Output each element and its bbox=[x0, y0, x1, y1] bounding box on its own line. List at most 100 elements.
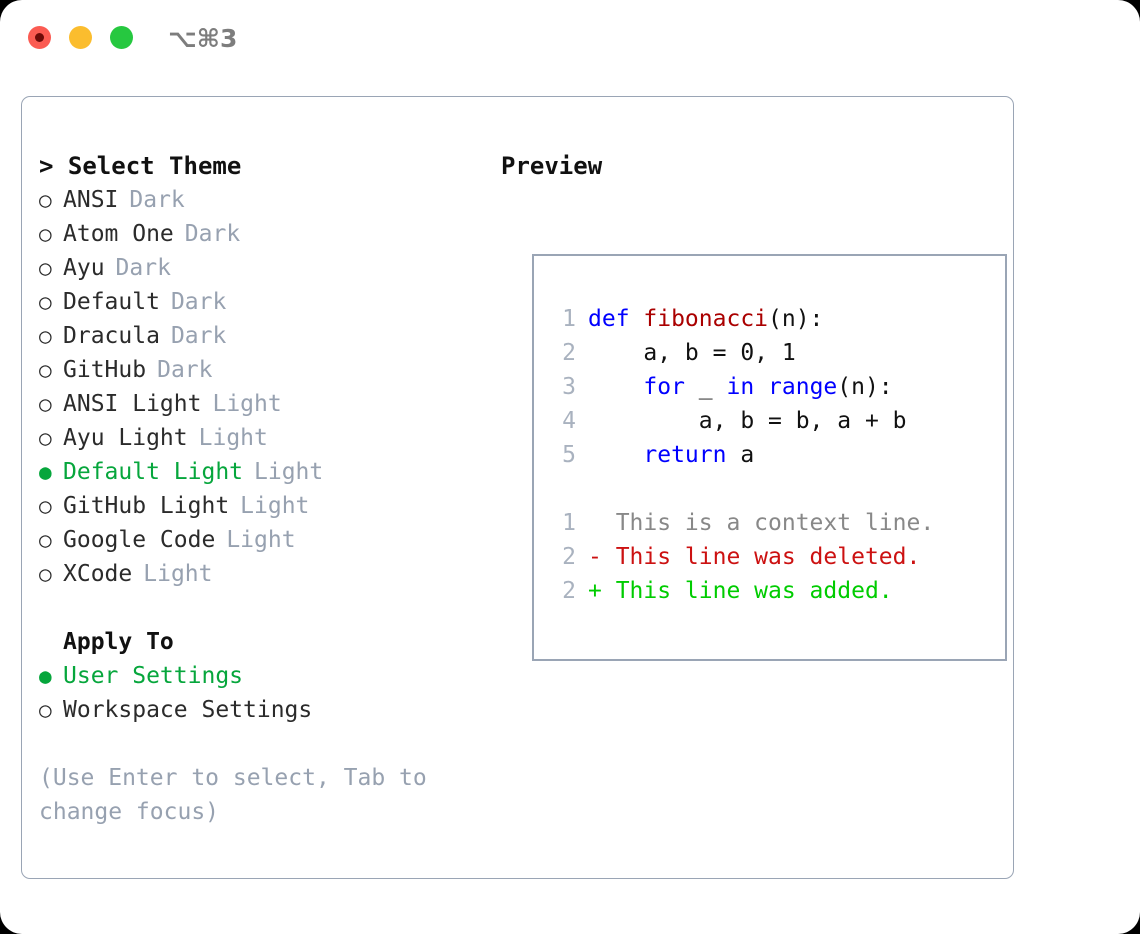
code-line-number: 5 bbox=[562, 442, 576, 468]
radio-unselected-icon: ○ bbox=[39, 426, 52, 450]
radio-unselected-icon: ○ bbox=[39, 324, 52, 348]
apply-to-option[interactable]: ● User Settings bbox=[39, 659, 479, 693]
code-line: 2 a, b = 0, 1 bbox=[552, 336, 934, 370]
theme-variant-tag: Dark bbox=[129, 187, 185, 213]
radio-unselected-icon: ○ bbox=[39, 290, 52, 314]
code-token: in range bbox=[726, 374, 838, 400]
theme-name-label: ANSI Light bbox=[63, 391, 202, 417]
theme-list-item[interactable]: ○ XCode Light bbox=[39, 557, 479, 591]
diff-line-number: 1 bbox=[562, 510, 576, 536]
theme-list-item[interactable]: ● Default Light Light bbox=[39, 455, 479, 489]
code-token: (n): bbox=[837, 374, 893, 400]
theme-variant-tag: Dark bbox=[115, 255, 171, 281]
theme-variant-tag: Dark bbox=[170, 323, 227, 349]
code-line-number: 4 bbox=[562, 408, 576, 434]
diff-line-text: This is a context line. bbox=[588, 510, 935, 536]
theme-name-label: GitHub bbox=[63, 357, 147, 383]
theme-name-label: ANSI bbox=[63, 187, 119, 213]
close-window-button[interactable] bbox=[28, 26, 51, 49]
diff-line: 1 This is a context line. bbox=[552, 506, 934, 540]
code-token: return bbox=[643, 442, 727, 468]
radio-unselected-icon: ○ bbox=[39, 222, 52, 246]
theme-name-label: Google Code bbox=[63, 527, 216, 553]
apply-to-list[interactable]: ● User Settings ○ Workspace Settings bbox=[39, 659, 479, 727]
list-gap bbox=[39, 591, 479, 625]
apply-to-heading: Apply To bbox=[63, 629, 174, 655]
radio-unselected-icon: ○ bbox=[39, 562, 52, 586]
code-token: a, b = b, a + b bbox=[588, 408, 907, 434]
select-theme-heading: > Select Theme bbox=[39, 152, 242, 180]
keyboard-shortcut-label: ⌥⌘3 bbox=[168, 24, 238, 53]
code-line: 3 for _ in range(n): bbox=[552, 370, 934, 404]
theme-list-item[interactable]: ○ Ayu Light Light bbox=[39, 421, 479, 455]
code-token bbox=[588, 442, 643, 468]
diff-line-text: - This line was deleted. bbox=[588, 544, 921, 570]
theme-list-item[interactable]: ○ Atom One Dark bbox=[39, 217, 479, 251]
theme-variant-tag: Light bbox=[254, 459, 324, 485]
code-token: (n): bbox=[768, 306, 824, 332]
code-line: 5 return a bbox=[552, 438, 934, 472]
theme-variant-tag: Light bbox=[226, 527, 296, 553]
diff-line-text: + This line was added. bbox=[588, 578, 893, 604]
radio-unselected-icon: ○ bbox=[39, 256, 52, 280]
code-token: a, b = 0, 1 bbox=[588, 340, 796, 366]
code-token: _ bbox=[684, 374, 727, 400]
theme-name-label: Atom One bbox=[63, 221, 174, 247]
minimize-window-button[interactable] bbox=[69, 26, 92, 49]
theme-name-label: Ayu Light bbox=[63, 425, 188, 451]
title-bar: ⌥⌘3 bbox=[0, 0, 1140, 78]
theme-variant-tag: Dark bbox=[157, 357, 213, 383]
theme-list-item[interactable]: ○ Ayu Dark bbox=[39, 251, 479, 285]
radio-selected-icon: ● bbox=[39, 460, 52, 484]
code-line-number: 1 bbox=[562, 306, 576, 332]
code-line-number: 3 bbox=[562, 374, 576, 400]
code-line-number: 2 bbox=[562, 340, 576, 366]
code-diff-gap bbox=[552, 472, 934, 506]
theme-name-label: Dracula bbox=[63, 323, 160, 349]
code-token: a bbox=[726, 442, 755, 468]
traffic-light-buttons bbox=[28, 26, 133, 49]
theme-name-label: Default bbox=[63, 289, 160, 315]
radio-unselected-icon: ○ bbox=[39, 392, 52, 416]
diff-line: 2 + This line was added. bbox=[552, 574, 934, 608]
code-token: for bbox=[643, 374, 685, 400]
theme-list-item[interactable]: ○ GitHub Dark bbox=[39, 353, 479, 387]
theme-variant-tag: Light bbox=[240, 493, 310, 519]
theme-variant-tag: Light bbox=[143, 561, 213, 587]
code-line: 4 a, b = b, a + b bbox=[552, 404, 934, 438]
theme-name-label: Ayu bbox=[63, 255, 105, 281]
theme-variant-tag: Light bbox=[198, 425, 268, 451]
maximize-window-button[interactable] bbox=[110, 26, 133, 49]
radio-unselected-icon: ○ bbox=[39, 358, 52, 382]
preview-heading: Preview bbox=[501, 152, 603, 180]
apply-to-label: User Settings bbox=[63, 663, 244, 689]
radio-unselected-icon: ○ bbox=[39, 188, 52, 212]
apply-to-option[interactable]: ○ Workspace Settings bbox=[39, 693, 479, 727]
theme-name-label: Default Light bbox=[63, 459, 244, 485]
diff-line: 2- This line was deleted. bbox=[552, 540, 934, 574]
radio-unselected-icon: ○ bbox=[39, 698, 52, 722]
theme-list-item[interactable]: ○ ANSI Dark bbox=[39, 183, 479, 217]
radio-selected-icon: ● bbox=[39, 664, 52, 688]
code-token: def bbox=[588, 306, 644, 332]
apply-to-label: Workspace Settings bbox=[63, 697, 313, 723]
diff-line-number: 2 bbox=[562, 578, 576, 604]
radio-unselected-icon: ○ bbox=[39, 494, 52, 518]
keyboard-hint-text: (Use Enter to select, Tab to change focu… bbox=[39, 765, 427, 825]
theme-variant-tag: Dark bbox=[184, 221, 241, 247]
code-token bbox=[588, 374, 643, 400]
theme-name-label: XCode bbox=[63, 561, 133, 587]
theme-list-item[interactable]: ○ Dracula Dark bbox=[39, 319, 479, 353]
